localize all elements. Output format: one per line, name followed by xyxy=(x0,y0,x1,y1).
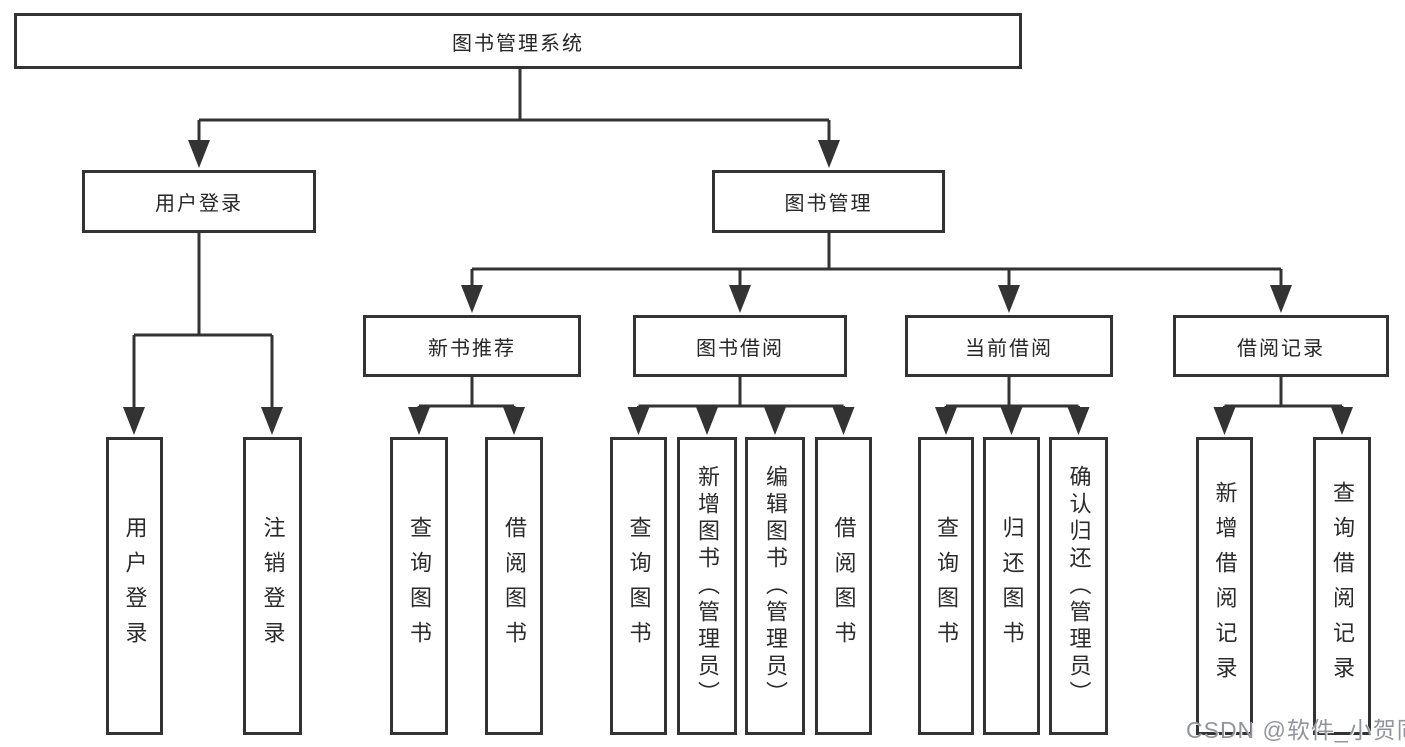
leaf-edit-book-admin-label: 编辑图书（管理员） xyxy=(763,464,788,708)
leaf-query-borrow-record-label: 查询借阅记录 xyxy=(1330,481,1355,691)
leaf-user-login: 用户登录 xyxy=(106,437,163,735)
leaf-return-book: 归还图书 xyxy=(983,437,1040,735)
node-library-management-system: 图书管理系统 xyxy=(14,13,1022,69)
leaf-confirm-return-admin-label: 确认归还（管理员） xyxy=(1066,464,1092,708)
node-user-login: 用户登录 xyxy=(82,170,316,233)
leaf-confirm-return-admin: 确认归还（管理员） xyxy=(1049,437,1108,735)
leaf-add-book-admin: 新增图书（管理员） xyxy=(677,437,737,735)
leaf-user-login-label: 用户登录 xyxy=(122,516,148,656)
node-current-borrow: 当前借阅 xyxy=(905,315,1113,377)
leaf-query-books-borrow-label: 查询图书 xyxy=(626,516,652,656)
csdn-watermark: CSDN @软件_小贺同学 xyxy=(1186,717,1405,743)
leaf-query-books-recommend-label: 查询图书 xyxy=(407,516,432,656)
arrowheads xyxy=(123,140,1353,435)
leaf-query-books-current: 查询图书 xyxy=(918,437,974,735)
leaf-add-book-admin-label: 新增图书（管理员） xyxy=(695,464,720,708)
leaf-query-books-recommend: 查询图书 xyxy=(390,437,448,735)
leaf-add-borrow-record-label: 新增借阅记录 xyxy=(1212,481,1238,691)
leaf-query-borrow-record: 查询借阅记录 xyxy=(1313,437,1371,735)
node-new-book-recommend: 新书推荐 xyxy=(363,315,581,377)
leaf-logout: 注销登录 xyxy=(243,437,302,735)
leaf-logout-label: 注销登录 xyxy=(260,516,286,656)
node-book-borrow: 图书借阅 xyxy=(633,315,847,377)
leaf-borrow-books-label: 借阅图书 xyxy=(831,516,857,656)
leaf-borrow-books-recommend-label: 借阅图书 xyxy=(502,516,527,656)
node-book-management: 图书管理 xyxy=(712,170,945,233)
leaf-query-books-current-label: 查询图书 xyxy=(934,516,959,656)
leaf-query-books-borrow: 查询图书 xyxy=(610,437,667,735)
leaf-edit-book-admin: 编辑图书（管理员） xyxy=(745,437,805,735)
leaf-add-borrow-record: 新增借阅记录 xyxy=(1196,437,1253,735)
leaf-borrow-books-recommend: 借阅图书 xyxy=(485,437,543,735)
node-borrow-records: 借阅记录 xyxy=(1173,315,1389,377)
leaf-return-book-label: 归还图书 xyxy=(999,516,1025,656)
leaf-borrow-books: 借阅图书 xyxy=(815,437,872,735)
